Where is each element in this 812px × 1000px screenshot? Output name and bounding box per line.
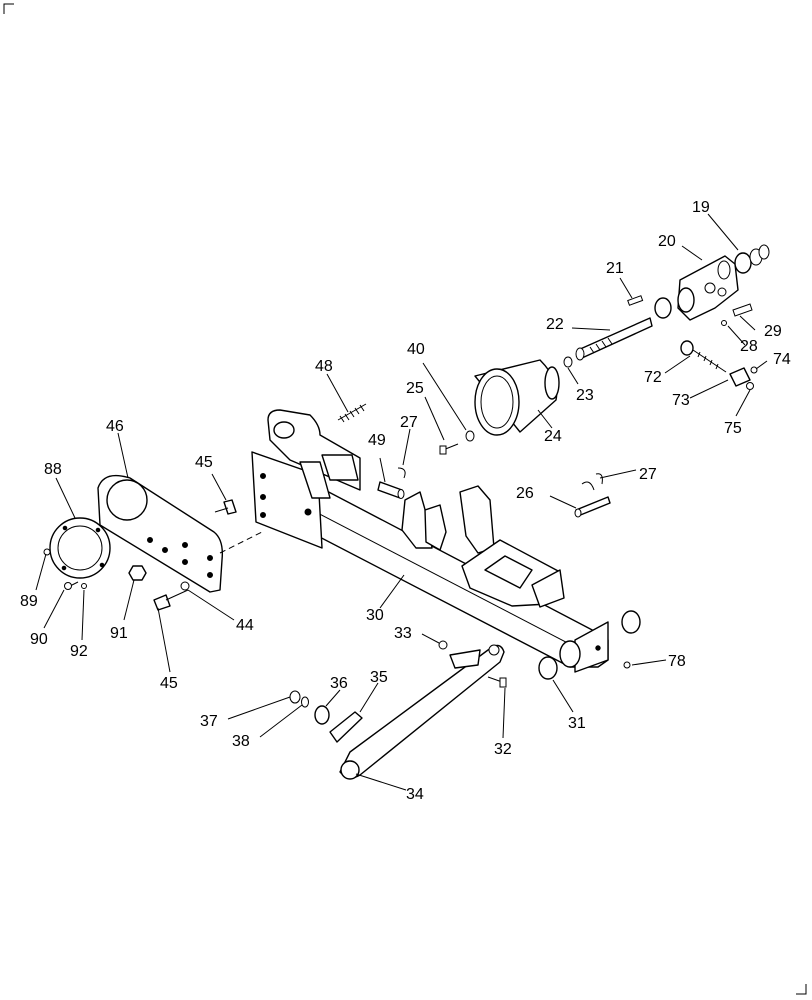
link-arm-part-34 [339, 644, 505, 780]
washer-part-38 [301, 696, 309, 708]
ball-part-28 [721, 320, 727, 326]
pin-part-49 [377, 481, 405, 499]
callout-40: 40 [407, 341, 425, 358]
callout-78: 78 [668, 653, 686, 670]
bolt-part-45-lower [153, 589, 189, 611]
callout-92: 92 [70, 643, 88, 660]
bolt-part-25 [439, 443, 459, 455]
callout-48: 48 [315, 358, 333, 375]
callout-19: 19 [692, 199, 710, 216]
nut-part-74 [750, 366, 758, 374]
cone-housing-part-24 [474, 359, 560, 436]
callout-45-lower: 45 [160, 675, 178, 692]
pin-part-26 [574, 496, 611, 518]
bushing-part-31-upper [621, 610, 641, 634]
alignment-dash-line [219, 531, 263, 554]
callout-24: 24 [544, 428, 562, 445]
callout-27-lower: 27 [639, 466, 657, 483]
callout-73: 73 [672, 392, 690, 409]
callout-44: 44 [236, 617, 254, 634]
callout-38: 38 [232, 733, 250, 750]
side-plate-part-46 [97, 474, 224, 593]
callout-25: 25 [406, 380, 424, 397]
callout-32: 32 [494, 741, 512, 758]
callout-74: 74 [773, 351, 791, 368]
seal-rings-part-19 [734, 244, 770, 274]
clip-part-27-upper [397, 467, 406, 479]
callout-26: 26 [516, 485, 534, 502]
callout-36: 36 [330, 675, 348, 692]
key-part-21 [627, 295, 644, 306]
callout-28: 28 [740, 338, 758, 355]
washer-part-92 [81, 583, 87, 589]
washer-part-44 [180, 581, 190, 591]
cover-plate-part-88 [49, 517, 111, 579]
corner-mark-bottom-right [796, 984, 807, 995]
nut-part-37 [289, 690, 301, 704]
callout-27-upper: 27 [400, 414, 418, 431]
eye-bolt-part-72 [680, 340, 727, 373]
callout-23: 23 [576, 387, 594, 404]
screw-part-90 [64, 581, 79, 590]
leader-lines [35, 213, 768, 791]
callout-31: 31 [568, 715, 586, 732]
callout-29: 29 [764, 323, 782, 340]
gear-housing-part-20 [677, 255, 739, 321]
callout-labels: 19 20 21 22 23 24 25 40 26 27 27 29 28 7… [20, 199, 791, 803]
callout-30: 30 [366, 607, 384, 624]
nut-part-91 [128, 565, 147, 581]
callout-46: 46 [106, 418, 124, 435]
callout-37: 37 [200, 713, 218, 730]
bearing-part-20-seal [654, 297, 672, 319]
callout-21: 21 [606, 260, 624, 277]
bolt-part-45-upper [214, 499, 237, 515]
callout-33: 33 [394, 625, 412, 642]
shaft-part-22 [575, 317, 653, 361]
callout-90: 90 [30, 631, 48, 648]
callout-72: 72 [644, 369, 662, 386]
bracket-part-35 [329, 711, 363, 743]
ring-part-23 [563, 356, 573, 368]
grease-fitting-part-78 [623, 661, 631, 669]
callout-89: 89 [20, 593, 38, 610]
nut-part-33 [438, 640, 448, 650]
callout-75: 75 [724, 420, 742, 437]
callout-88: 88 [44, 461, 62, 478]
bolt-part-32 [487, 676, 507, 688]
bushing-part-31-lower [538, 656, 558, 680]
main-beam-part-30 [251, 409, 609, 673]
nut-part-75 [746, 382, 754, 390]
nut-part-89 [43, 548, 51, 556]
pin-part-48 [337, 403, 367, 423]
callout-35: 35 [370, 669, 388, 686]
pin-part-29 [732, 303, 753, 317]
ring-part-40 [465, 430, 475, 442]
callout-49: 49 [368, 432, 386, 449]
callout-91: 91 [110, 625, 128, 642]
block-part-73 [729, 367, 751, 387]
callout-34: 34 [406, 786, 424, 803]
callout-20: 20 [658, 233, 676, 250]
clip-part-27-lower [581, 473, 603, 491]
corner-mark-top-left [3, 3, 14, 14]
callout-45-upper: 45 [195, 454, 213, 471]
bushing-part-36 [314, 705, 330, 725]
callout-22: 22 [546, 316, 564, 333]
